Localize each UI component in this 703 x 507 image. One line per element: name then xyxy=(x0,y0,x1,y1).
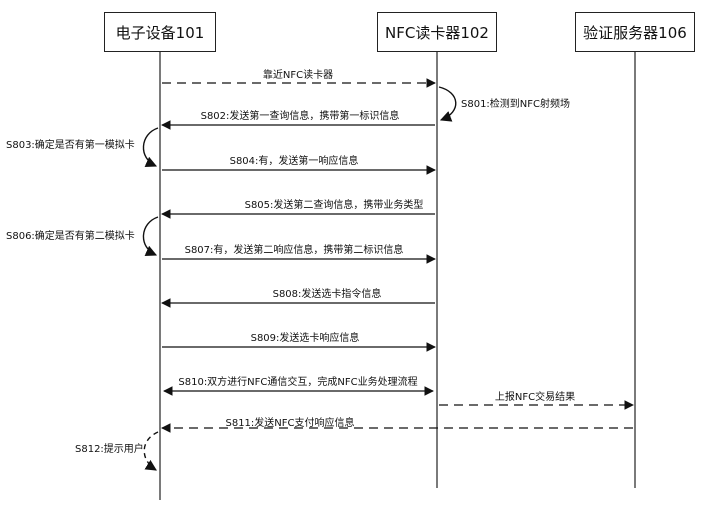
message-label-s808: S808:发送选卡指令信息 xyxy=(272,289,382,300)
self-loop-s803 xyxy=(142,127,159,168)
participant-nfc-reader: NFC读卡器102 xyxy=(377,12,497,52)
self-loop-s812 xyxy=(143,431,159,471)
self-step-label-s803: S803:确定是否有第一模拟卡 xyxy=(6,140,135,151)
self-step-label-s812: S812:提示用户 xyxy=(75,444,144,455)
message-label-s809: S809:发送选卡响应信息 xyxy=(250,333,360,344)
self-loop-s801 xyxy=(438,86,457,122)
message-label-s811: S811:发送NFC支付响应信息 xyxy=(225,418,355,429)
message-label-s807: S807:有，发送第二响应信息，携带第二标识信息 xyxy=(184,245,404,256)
message-label-s802: S802:发送第一查询信息，携带第一标识信息 xyxy=(200,111,400,122)
participant-electronic-device: 电子设备101 xyxy=(104,12,216,52)
self-loop-s806 xyxy=(142,216,159,257)
message-label-approach: 靠近NFC读卡器 xyxy=(262,70,334,81)
message-label-s805: S805:发送第二查询信息，携带业务类型 xyxy=(244,200,424,211)
self-step-label-s801: S801:检测到NFC射频场 xyxy=(461,99,571,110)
participant-verification-server: 验证服务器106 xyxy=(575,12,695,52)
self-step-label-s806: S806:确定是否有第二模拟卡 xyxy=(6,231,135,242)
message-label-s804: S804:有，发送第一响应信息 xyxy=(229,156,359,167)
message-label-s810: S810:双方进行NFC通信交互，完成NFC业务处理流程 xyxy=(178,377,418,388)
message-label-report: 上报NFC交易结果 xyxy=(494,392,576,403)
